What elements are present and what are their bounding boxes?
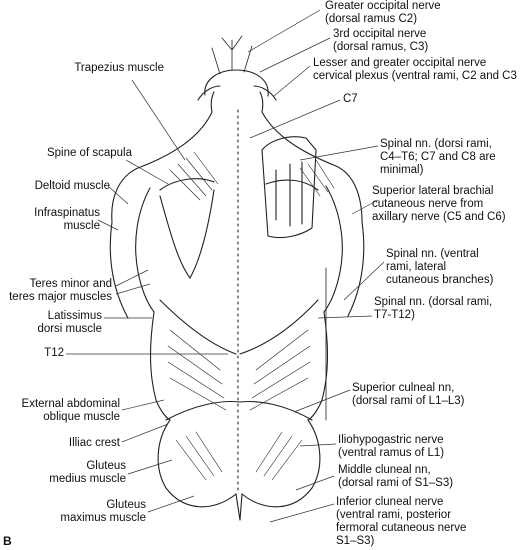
label-spinal-ventral: Spinal nn. (ventral rami, lateral cutane… <box>386 248 494 286</box>
label-teres: Teres minor and teres major muscles <box>9 278 112 303</box>
label-iliac-crest: Illiac crest <box>68 437 120 449</box>
label-gluteus-maximus: Gluteus maximus muscle <box>60 499 146 524</box>
label-external-oblique: External abdominal oblique muscle <box>21 398 120 423</box>
label-t12: T12 <box>44 347 64 359</box>
panel-letter: B <box>3 534 12 548</box>
label-spinal-dorsi: Spinal nn. (dorsi rami, C4–T6; C7 and C8… <box>380 138 496 176</box>
label-c7: C7 <box>343 93 358 105</box>
label-infraspinatus: Infraspinatus muscle <box>34 207 100 232</box>
label-iliohypogastric: Iliohypogastric nerve (ventral ramus of … <box>338 434 445 459</box>
label-gluteus-medius: Gluteus medius muscle <box>49 460 126 485</box>
label-middle-cluneal: Middle cluneal nn, (dorsal rami of S1–S3… <box>338 464 454 489</box>
label-inferior-cluneal: Inferior cluneal nerve (ventral rami, po… <box>336 496 467 547</box>
label-third-occipital: 3rd occipital nerve (dorsal ramus, C3) <box>333 28 429 53</box>
label-greater-occipital: Greater occipital nerve (dorsal ramus C2… <box>325 0 441 25</box>
label-lesser-occipital: Lesser and greater occipital nerve cervi… <box>313 57 517 82</box>
label-superior-lateral-brachial: Superior lateral brachial cutaneous nerv… <box>372 185 506 223</box>
label-trapezius: Trapezius muscle <box>74 62 164 74</box>
label-spinal-dorsal-t7: Spinal nn. (dorsal rami, T7-T12) <box>374 296 493 321</box>
label-superior-cluneal: Superior culneal nn, (dorsal rami of L1–… <box>352 382 465 407</box>
label-latissimus: Latissimus dorsi muscle <box>37 310 102 335</box>
label-spine-of-scapula: Spine of scapula <box>46 147 132 159</box>
label-deltoid: Deltoid muscle <box>34 180 110 192</box>
